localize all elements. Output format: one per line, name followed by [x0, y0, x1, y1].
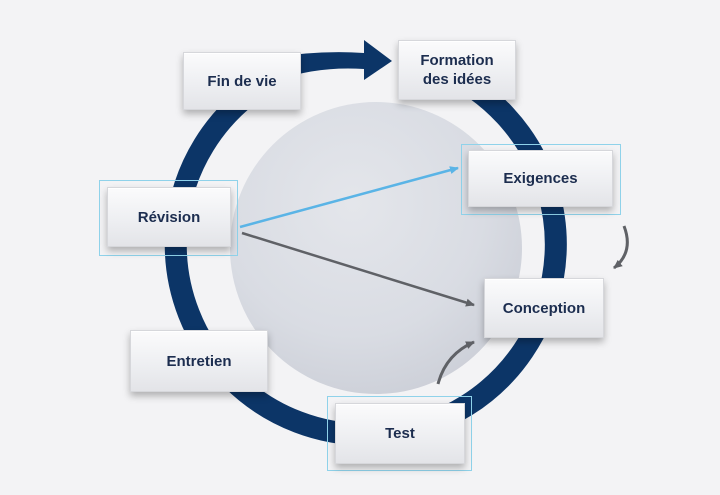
stage-ideation[interactable]: Formation des idées	[398, 40, 516, 100]
stage-design[interactable]: Conception	[484, 278, 604, 338]
stage-test-label: Test	[385, 425, 415, 442]
revision-to-requirements-arrow	[239, 166, 459, 229]
stage-requirements[interactable]: Exigences	[468, 150, 613, 207]
stage-test[interactable]: Test	[335, 403, 465, 464]
stage-revision-label: Révision	[137, 208, 201, 226]
requirements-to-design-arrow	[613, 225, 629, 270]
stage-end-of-life[interactable]: Fin de vie	[183, 52, 301, 110]
test-to-design-arrow	[436, 340, 475, 385]
revision-highlight-frame	[99, 180, 238, 256]
requirements-highlight-frame	[461, 144, 621, 215]
revision-to-design-arrow	[241, 231, 475, 307]
stage-end-of-life-label: Fin de vie	[207, 72, 277, 90]
stage-requirements-label: Exigences	[503, 170, 578, 187]
test-highlight-frame	[327, 396, 472, 471]
stage-ideation-label: Formation des idées	[420, 52, 494, 88]
stage-maintenance[interactable]: Entretien	[130, 330, 268, 392]
stage-revision[interactable]: Révision	[107, 187, 231, 247]
stage-maintenance-label: Entretien	[166, 352, 232, 370]
stage-design-label: Conception	[502, 299, 586, 317]
center-disc	[230, 102, 522, 394]
